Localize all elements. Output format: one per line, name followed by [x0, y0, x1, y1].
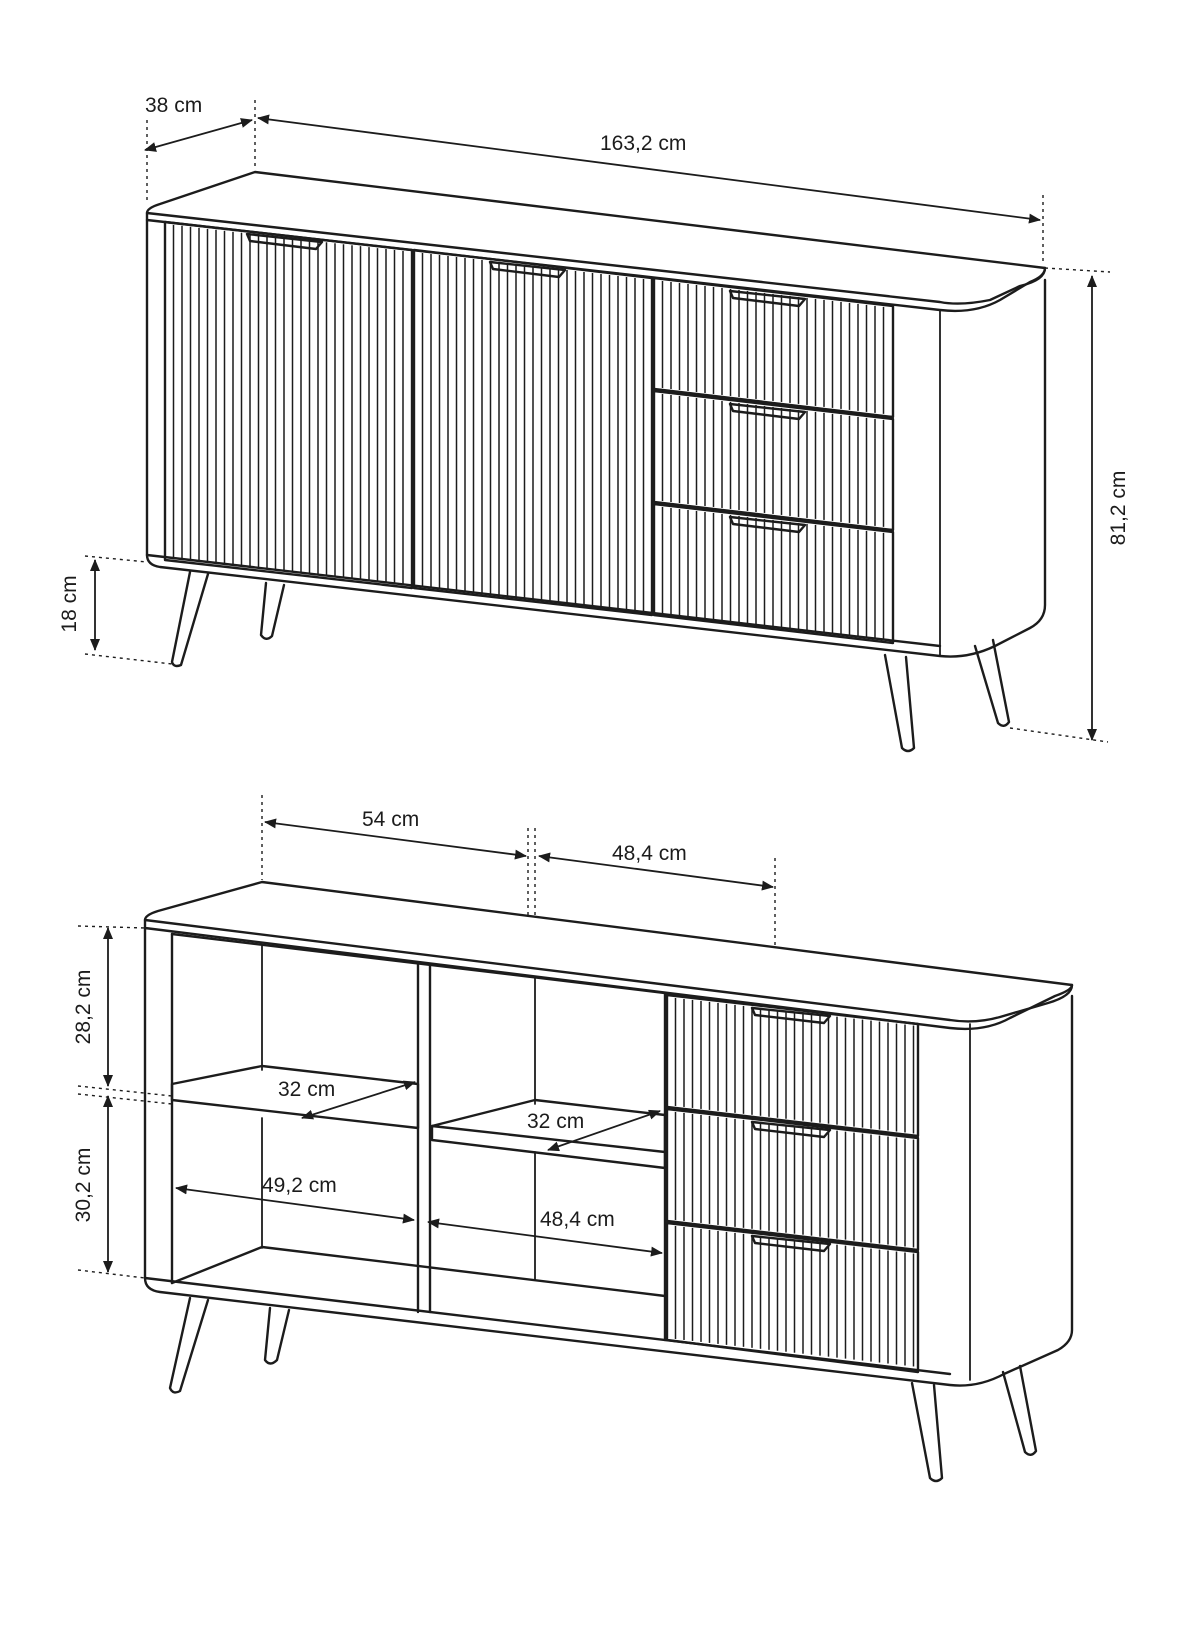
handle-drawer-top — [728, 289, 807, 308]
compartment-width-label-1: 54 cm — [362, 808, 419, 831]
drawer-bottom — [652, 502, 895, 645]
fluted-fronts — [172, 224, 885, 640]
shelf-left — [170, 1064, 420, 1130]
leg-back-right-open — [1001, 1364, 1038, 1456]
inner-width-arrow-left — [175, 1184, 415, 1224]
drawer-top-open — [665, 993, 920, 1138]
shelf-depth-label-middle: 32 cm — [527, 1110, 584, 1133]
top-board-open — [143, 880, 1074, 1023]
sideboard-closed-view: 38 cm 163,2 cm 81,2 cm 18 cm — [58, 94, 1130, 753]
door-left — [163, 220, 414, 590]
middle-divider — [416, 962, 432, 1314]
lower-height-label: 30,2 cm — [72, 1148, 95, 1223]
sideboard-open-view: 54 cm 48,4 cm 28,2 cm 30,2 cm 32 cm 32 c… — [72, 795, 1074, 1483]
drawer-bottom-open — [665, 1221, 920, 1374]
handle-drawer-bottom-open — [750, 1234, 832, 1253]
compartment-width-arrow-1 — [264, 818, 527, 860]
handle-drawer-top-open — [750, 1006, 832, 1025]
leg-front-left — [170, 570, 210, 668]
handle-door-left — [245, 232, 324, 251]
inner-width-label-left: 49,2 cm — [262, 1174, 337, 1197]
upper-height-label: 28,2 cm — [72, 970, 95, 1045]
shelf-depth-arrow-left — [301, 1080, 416, 1120]
leg-back-left-open — [263, 1306, 291, 1365]
door-middle — [412, 248, 654, 617]
drawer-middle-open — [665, 1107, 920, 1252]
leg-back-left — [259, 581, 286, 640]
leg-front-left-open — [168, 1296, 210, 1394]
depth-dimension-arrow — [144, 118, 253, 152]
inner-width-label-middle: 48,4 cm — [540, 1208, 615, 1231]
depth-label: 38 cm — [145, 94, 202, 117]
leg-height-label: 18 cm — [58, 575, 81, 632]
compartment-width-arrow-2 — [538, 852, 774, 891]
carcass-open — [143, 926, 1074, 1387]
handle-drawer-middle — [728, 402, 807, 421]
handle-drawer-middle-open — [750, 1120, 832, 1139]
handle-door-middle — [488, 260, 567, 279]
carcass-front — [145, 218, 1047, 658]
height-label: 81,2 cm — [1107, 471, 1130, 546]
drawer-middle — [652, 389, 895, 532]
drawer-top — [652, 276, 895, 419]
shelf-depth-arrow-middle — [547, 1109, 661, 1152]
leg-front-right — [883, 653, 916, 753]
compartment-width-label-2: 48,4 cm — [612, 842, 687, 865]
fluted-fronts-open — [674, 997, 915, 1367]
handle-drawer-bottom — [728, 515, 807, 534]
leg-back-right — [973, 638, 1011, 727]
width-label: 163,2 cm — [600, 132, 686, 155]
shelf-middle — [430, 1098, 667, 1170]
shelf-depth-label-left: 32 cm — [278, 1078, 335, 1101]
inner-width-arrow-middle — [427, 1218, 663, 1257]
leg-front-right-open — [910, 1381, 944, 1483]
width-dimension-arrow — [257, 114, 1041, 224]
